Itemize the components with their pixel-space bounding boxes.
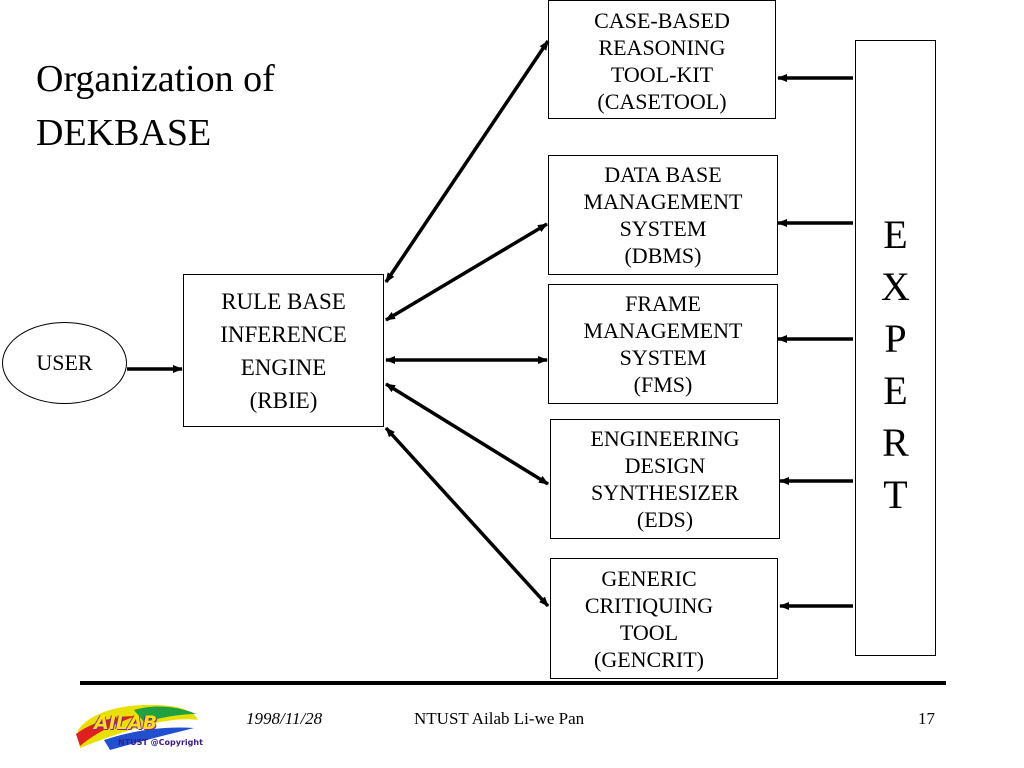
gencrit-line-4: (GENCRIT)	[594, 646, 704, 672]
expert-letter-4: E	[883, 368, 908, 413]
gencrit-box: GENERIC CRITIQUING TOOL (GENCRIT)	[550, 558, 778, 679]
rbie-box: RULE BASE INFERENCE ENGINE (RBIE)	[183, 274, 384, 427]
arrow-rbie-eds	[385, 382, 549, 486]
casetool-line-3: TOOL-KIT	[610, 61, 714, 87]
eds-line-4: (EDS)	[636, 507, 694, 532]
fms-line-4: (FMS)	[633, 372, 693, 397]
fms-line-1: FRAME	[625, 291, 701, 316]
dbms-box: DATA BASE MANAGEMENT SYSTEM (DBMS)	[548, 155, 778, 275]
dbms-line-2: MANAGEMENT	[583, 189, 743, 214]
arrow-rbie-dbms	[385, 222, 548, 322]
title-line-1: Organization of	[36, 58, 275, 100]
page-title: Organization of DEKBASE	[36, 52, 275, 160]
expert-letter-2: X	[881, 264, 910, 309]
footer-rule	[80, 681, 946, 685]
eds-line-3: SYNTHESIZER	[591, 480, 739, 505]
expert-letter-6: T	[883, 472, 908, 517]
arrow-rbie-gencrit	[384, 426, 550, 608]
eds-line-2: DESIGN	[624, 453, 706, 478]
gencrit-line-1: GENERIC	[601, 565, 697, 591]
expert-box: E X P E R T	[855, 40, 936, 656]
footer-date: 1998/11/28	[246, 709, 323, 728]
fms-box: FRAME MANAGEMENT SYSTEM (FMS)	[548, 284, 778, 404]
page-number: 17	[918, 709, 935, 728]
expert-letter-3: P	[884, 316, 907, 361]
casetool-line-1: CASE-BASED	[594, 7, 730, 33]
logo-text: AILAB	[94, 712, 158, 734]
dbms-line-4: (DBMS)	[624, 243, 702, 268]
dbms-line-1: DATA BASE	[604, 162, 722, 187]
user-node: USER	[2, 322, 127, 404]
gencrit-line-3: TOOL	[619, 619, 679, 645]
casetool-line-2: REASONING	[598, 34, 726, 60]
fms-line-3: SYSTEM	[619, 345, 707, 370]
fms-line-2: MANAGEMENT	[583, 318, 743, 343]
eds-box: ENGINEERING DESIGN SYNTHESIZER (EDS)	[550, 419, 780, 539]
expert-letters: E X P E R T	[856, 209, 935, 521]
logo-subtext: NTUST @Copyright	[118, 738, 203, 747]
rbie-line-4: (RBIE)	[249, 387, 318, 413]
casetool-line-4: (CASETOOL)	[597, 88, 727, 114]
gencrit-line-2: CRITIQUING	[584, 592, 714, 618]
eds-line-1: ENGINEERING	[590, 426, 740, 451]
rbie-line-3: ENGINE	[240, 354, 327, 380]
title-line-2: DEKBASE	[36, 112, 212, 154]
arrow-rbie-casetool	[384, 40, 550, 283]
ailab-logo	[76, 704, 198, 750]
dbms-line-3: SYSTEM	[619, 216, 707, 241]
rbie-line-1: RULE BASE	[221, 288, 346, 314]
rbie-line-2: INFERENCE	[220, 321, 347, 347]
expert-letter-5: R	[882, 420, 909, 465]
expert-letter-1: E	[883, 212, 908, 257]
footer-author: NTUST Ailab Li-we Pan	[414, 709, 585, 728]
casetool-box: CASE-BASED REASONING TOOL-KIT (CASETOOL)	[548, 0, 776, 119]
user-label: USER	[36, 350, 93, 375]
